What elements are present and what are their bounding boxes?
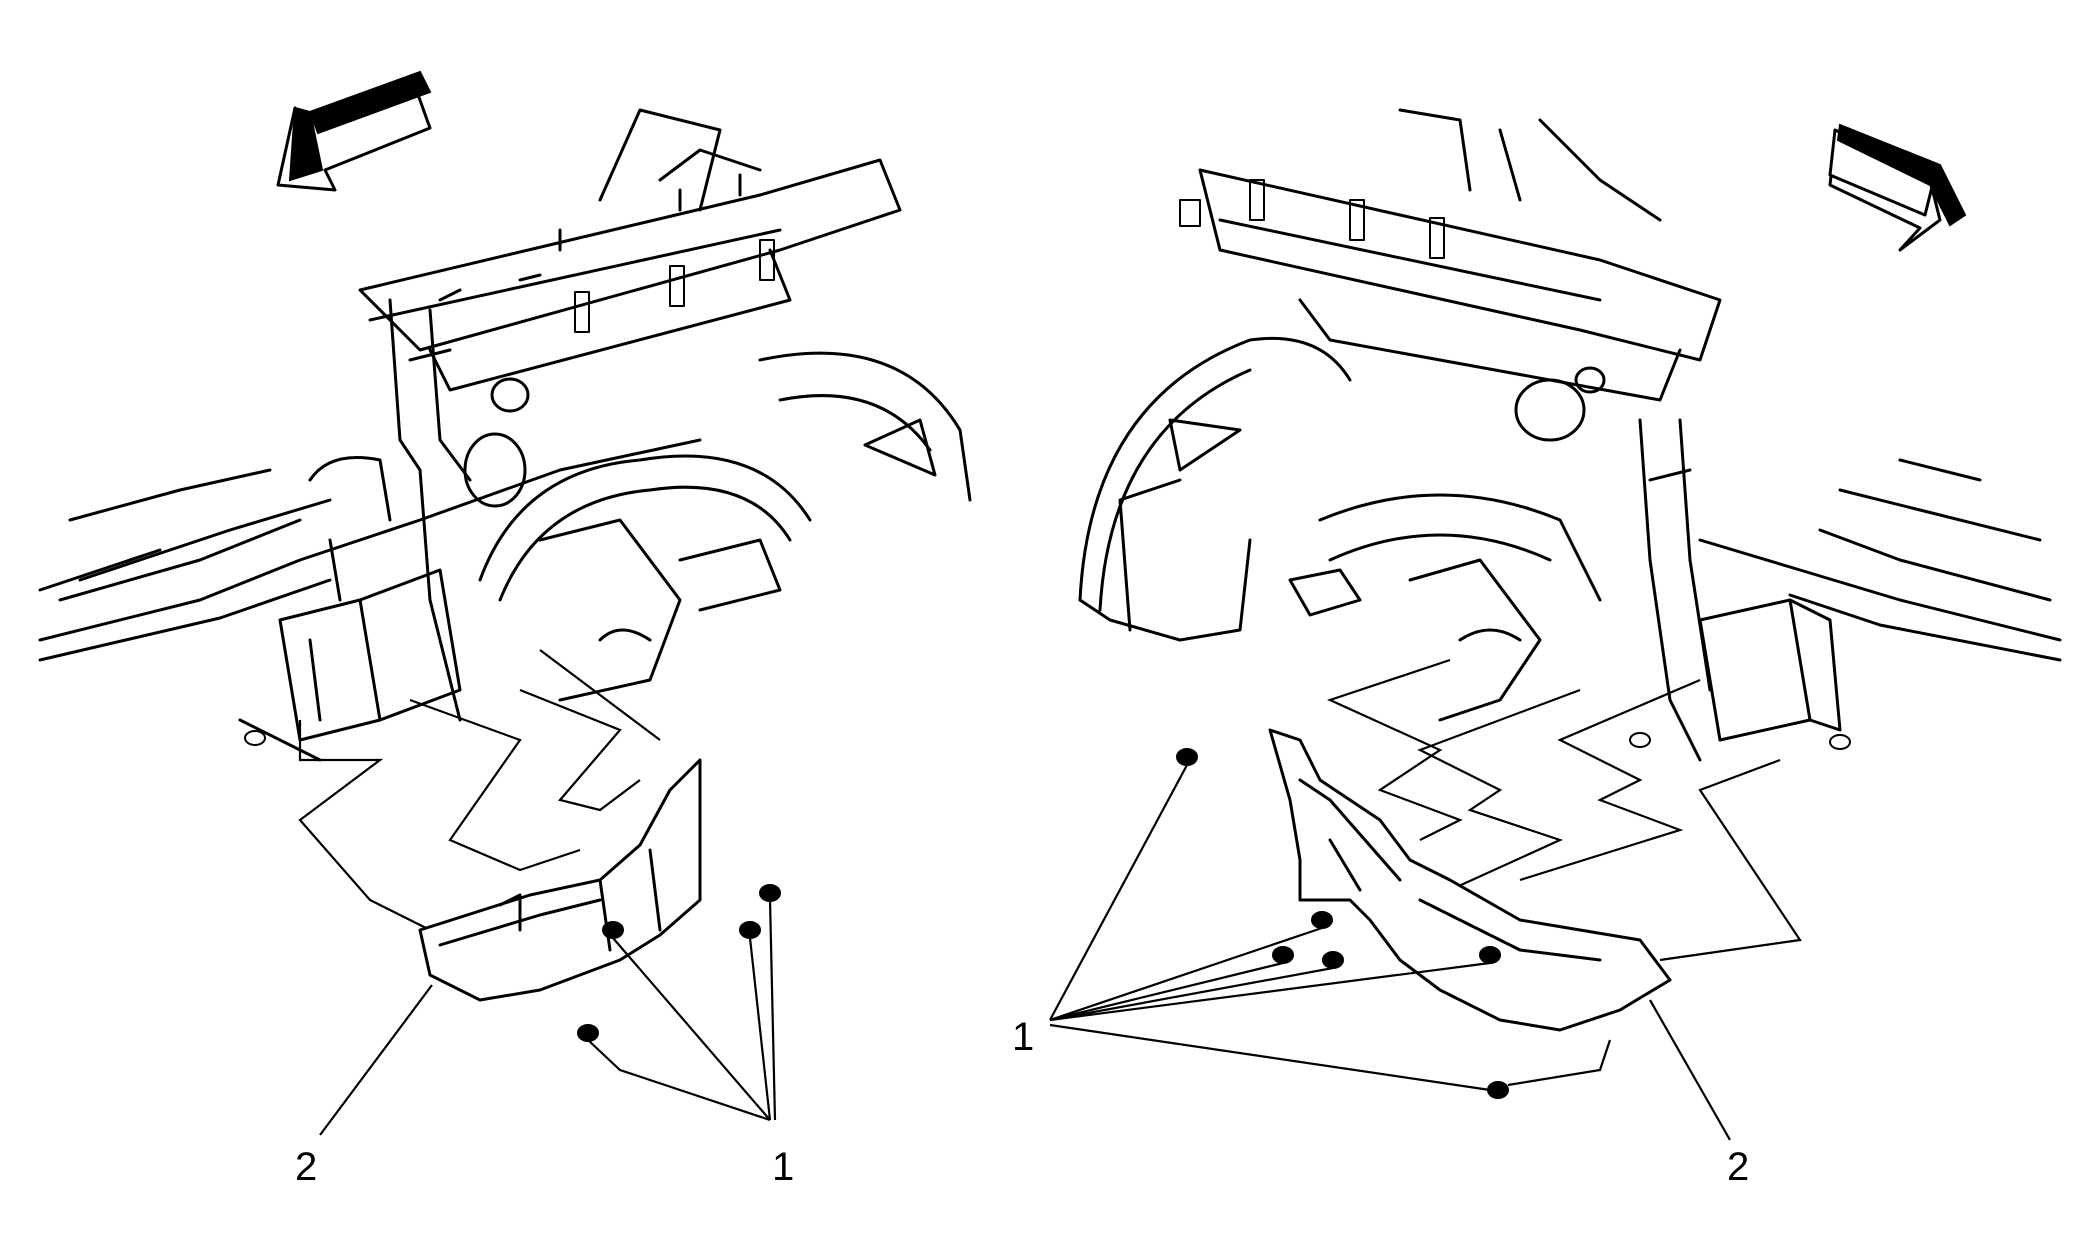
right-frame-structure (1078, 108, 2062, 762)
left-leader-lines (298, 649, 661, 931)
bolt-icon (739, 921, 761, 939)
right-fender-extension-panel (1268, 728, 1672, 1032)
bolt-icon (602, 921, 624, 939)
bolt-icon (577, 1024, 599, 1042)
right-fasteners (1049, 748, 1731, 1141)
callout-left-fastener: 1 (772, 1145, 794, 1189)
bolt-icon (759, 884, 781, 902)
bolt-icon (1311, 911, 1333, 929)
left-view: 2 1 (38, 70, 972, 1189)
bolt-icon (1479, 946, 1501, 964)
bolt-icon (1322, 951, 1344, 969)
bolt-icon (1176, 748, 1198, 766)
right-leader-lines (1326, 658, 1802, 962)
bolt-icon (1487, 1081, 1509, 1099)
left-frame-structure (38, 108, 972, 762)
front-direction-arrow-icon (1828, 123, 1967, 252)
callout-left-panel: 2 (295, 1145, 317, 1189)
right-view: 1 2 (1012, 108, 2062, 1189)
front-direction-arrow-icon (276, 70, 432, 192)
left-fasteners (319, 884, 781, 1136)
callout-right-panel: 2 (1727, 1145, 1749, 1189)
left-fender-extension-panel (418, 758, 702, 1002)
callout-right-fastener: 1 (1012, 1015, 1034, 1059)
bolt-icon (1272, 946, 1294, 964)
